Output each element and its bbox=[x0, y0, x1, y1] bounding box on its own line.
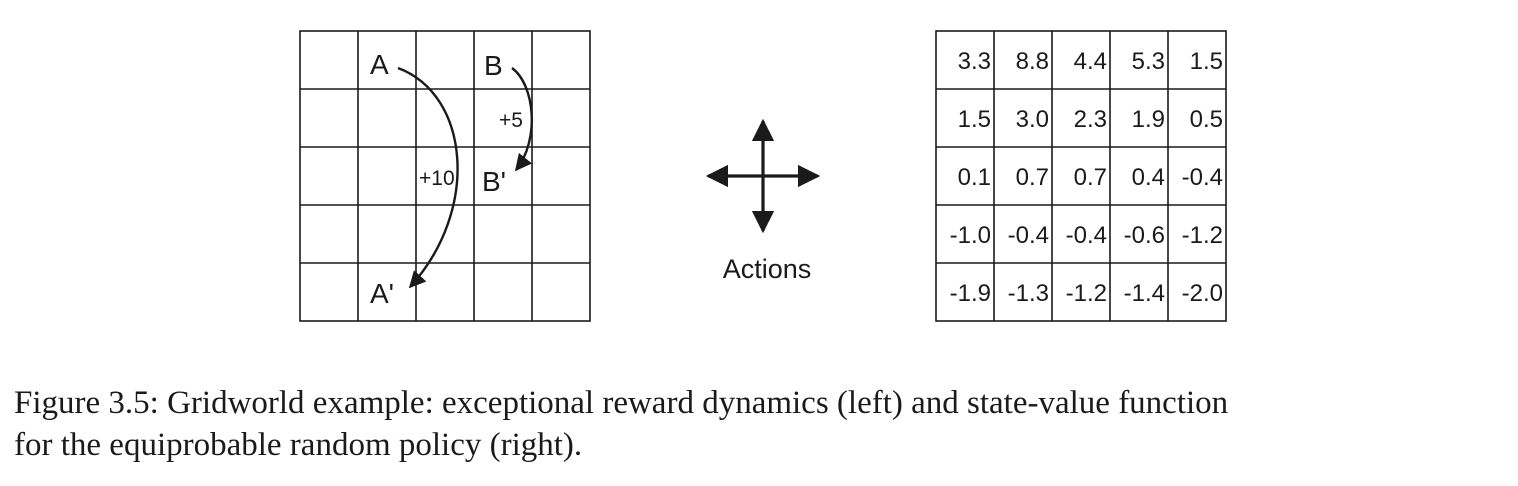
value-cell: -1.2 bbox=[1066, 280, 1107, 307]
figure-caption: Figure 3.5: Gridworld example: exception… bbox=[14, 382, 1514, 466]
state-value-grid: 3.3 8.8 4.4 5.3 1.5 1.5 3.0 2.3 1.9 0.5 0.1 0.7 0.7 0… bbox=[935, 30, 1227, 322]
caption-line-2: for the equiprobable random policy (righ… bbox=[14, 427, 583, 463]
value-cell: 4.4 bbox=[1074, 48, 1107, 75]
value-cell: 0.7 bbox=[1074, 164, 1107, 191]
reward-grid-border bbox=[299, 30, 591, 322]
state-b-label: B bbox=[484, 50, 503, 81]
value-cell: 1.9 bbox=[1132, 106, 1165, 133]
value-cell: -0.4 bbox=[1008, 222, 1049, 249]
value-cell: 1.5 bbox=[958, 106, 991, 133]
value-cell: 0.4 bbox=[1132, 164, 1165, 191]
value-grid-border bbox=[935, 30, 1227, 322]
caption-line-1: Figure 3.5: Gridworld example: exception… bbox=[14, 385, 1229, 421]
value-cell: -2.0 bbox=[1182, 280, 1223, 307]
state-a-label: A bbox=[370, 49, 389, 80]
actions-cross: Actions bbox=[705, 118, 821, 284]
value-cell: -1.0 bbox=[950, 222, 991, 249]
actions-label: Actions bbox=[723, 254, 812, 284]
reward-plus-10-label: +10 bbox=[419, 167, 455, 190]
value-cell: 5.3 bbox=[1132, 48, 1165, 75]
value-cell: -0.6 bbox=[1124, 222, 1165, 249]
value-cell: 8.8 bbox=[1016, 48, 1049, 75]
value-cell: 1.5 bbox=[1190, 48, 1223, 75]
value-cell: -0.4 bbox=[1066, 222, 1107, 249]
value-grid-lines bbox=[935, 30, 1227, 322]
value-cell: -1.3 bbox=[1008, 280, 1049, 307]
value-cell: 0.7 bbox=[1016, 164, 1049, 191]
value-cell: -0.4 bbox=[1182, 164, 1223, 191]
reward-dynamics-grid: A B B' A' +10 +5 bbox=[299, 30, 591, 322]
b-to-b-prime-arrow bbox=[511, 67, 533, 172]
a-to-a-prime-arrow bbox=[397, 66, 459, 289]
value-cell: -1.9 bbox=[950, 280, 991, 307]
value-cell: 0.1 bbox=[958, 164, 991, 191]
value-cell: 0.5 bbox=[1190, 106, 1223, 133]
value-cell: 2.3 bbox=[1074, 106, 1107, 133]
value-cell: -1.2 bbox=[1182, 222, 1223, 249]
state-a-prime-label: A' bbox=[370, 278, 394, 309]
state-b-prime-label: B' bbox=[482, 166, 506, 197]
value-cell: 3.0 bbox=[1016, 106, 1049, 133]
value-cells: 3.3 8.8 4.4 5.3 1.5 1.5 3.0 2.3 1.9 0.5 0.1 0.7 0.7 0… bbox=[950, 48, 1223, 307]
value-cell: -1.4 bbox=[1124, 280, 1165, 307]
reward-plus-5-label: +5 bbox=[499, 109, 523, 132]
value-cell: 3.3 bbox=[958, 48, 991, 75]
